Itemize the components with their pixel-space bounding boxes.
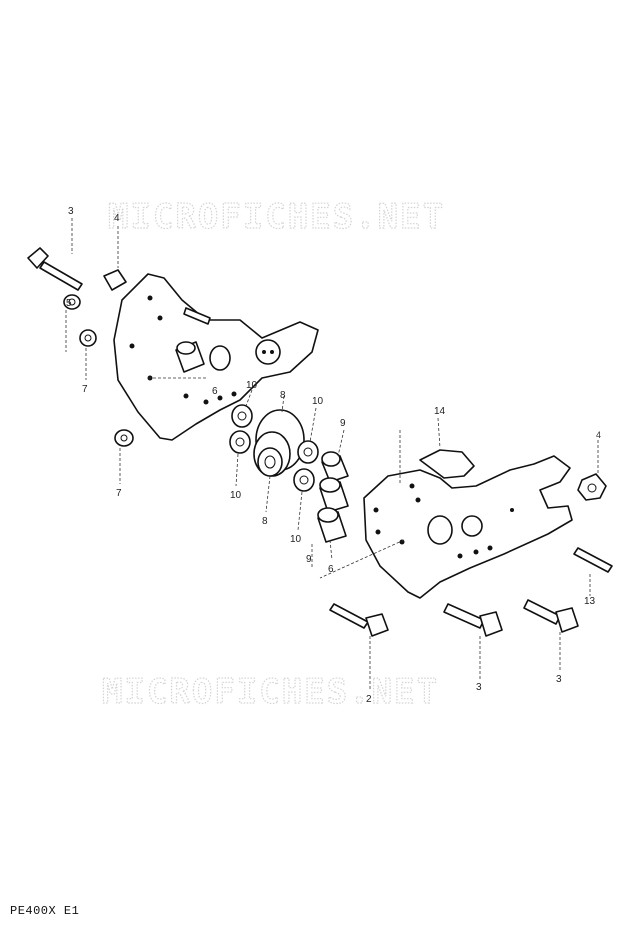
callout-4: 4 [114,213,120,224]
bushings [317,451,349,543]
callout-6: 6 [328,564,334,575]
washer-left [229,404,253,454]
leader-lines [65,218,599,690]
flange-nut-right [577,473,607,501]
callout-5: 5 [66,298,72,309]
pulley [253,409,305,477]
callout-3: 3 [68,206,74,217]
callout-10: 10 [230,490,242,501]
callout-9: 9 [306,554,312,565]
bolt-bottom-right [523,599,579,633]
pin [183,307,211,325]
right-bracket-plate [363,449,573,599]
callout-4: 4 [596,430,601,440]
watermark-top: MICROFICHES.NET [108,197,445,237]
callout-7: 7 [82,384,88,395]
model-code: PE400X E1 [10,904,80,918]
watermark-bottom: MICROFICHES.NET [102,672,439,712]
callout-14: 14 [434,406,446,417]
callout-9: 9 [340,418,346,429]
bolt-bottom-left [329,603,389,637]
callout-10: 10 [290,534,302,545]
callout-3: 3 [556,674,562,685]
washer-right [293,440,319,492]
callout-10: 10 [312,396,324,407]
callout-6: 6 [212,386,218,397]
callout-7: 7 [116,488,122,499]
callout-8: 8 [262,516,268,527]
callout-3: 3 [476,682,482,693]
callout-13: 13 [584,596,596,607]
bolt-top-left [27,247,83,291]
pin-right [573,547,613,573]
callout-10: 10 [246,380,258,391]
callout-8: 8 [280,390,286,401]
collar-part [63,269,134,447]
bolt-bottom-middle [443,603,503,637]
callout-2: 2 [366,694,372,705]
